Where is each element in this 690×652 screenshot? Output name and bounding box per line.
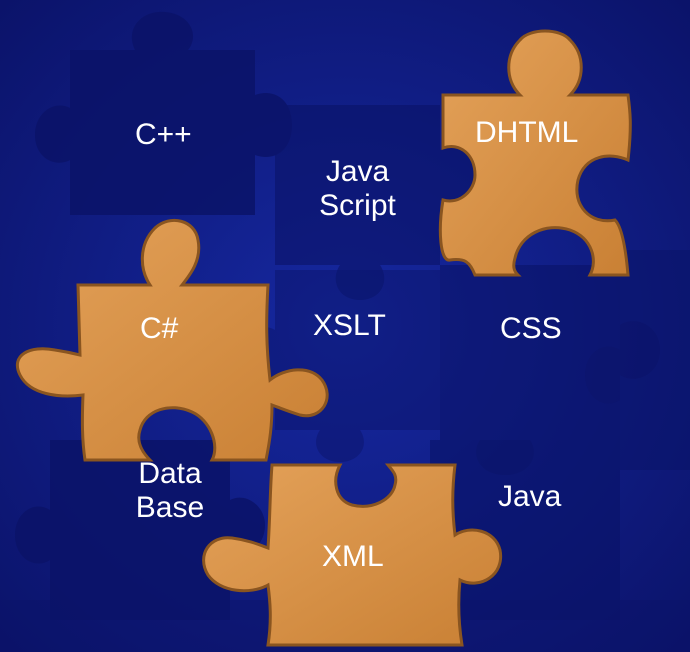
orange-piece-dhtml bbox=[438, 29, 632, 277]
piece-label-xml: XML bbox=[322, 540, 384, 573]
piece-label-javascript: Java Script bbox=[319, 155, 396, 222]
piece-label-csharp: C# bbox=[140, 312, 179, 345]
orange-piece-csharp bbox=[16, 218, 329, 462]
piece-label-database: Data Base bbox=[135, 457, 205, 524]
piece-label-xslt: XSLT bbox=[313, 309, 386, 342]
piece-label-java: Java bbox=[498, 480, 562, 513]
dark-piece-right bbox=[585, 250, 690, 470]
dark-piece-css bbox=[440, 265, 660, 475]
dark-piece-database bbox=[15, 440, 265, 620]
piece-label-dhtml: DHTML bbox=[475, 116, 579, 149]
dark-piece-javascript bbox=[275, 105, 475, 300]
orange-piece-xml bbox=[202, 463, 503, 647]
dark-piece-cpp bbox=[35, 11, 292, 215]
piece-label-cpp: C++ bbox=[135, 118, 192, 151]
piece-label-css: CSS bbox=[500, 312, 562, 345]
